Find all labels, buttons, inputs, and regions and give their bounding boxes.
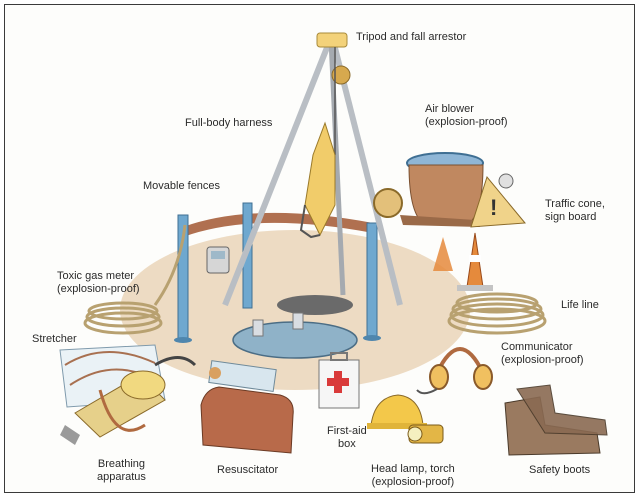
label-gas-meter: Toxic gas meter (explosion-proof)	[57, 270, 140, 296]
label-safety-boots: Safety boots	[529, 464, 590, 477]
label-traffic-cone: Traffic cone, sign board	[545, 198, 605, 224]
label-life-line: Life line	[561, 299, 599, 312]
svg-text:!: !	[490, 195, 497, 220]
label-movable-fences: Movable fences	[143, 180, 220, 193]
safety-boots	[505, 385, 607, 455]
label-breathing: Breathing apparatus	[97, 458, 146, 484]
label-head-lamp: Head lamp, torch (explosion-proof)	[371, 463, 455, 489]
label-tripod: Tripod and fall arrestor	[356, 31, 466, 44]
label-stretcher: Stretcher	[32, 333, 77, 346]
label-first-aid: First-aid box	[327, 425, 367, 451]
air-blower	[400, 153, 483, 227]
diagram-frame: !	[4, 4, 635, 493]
first-aid-box	[319, 353, 359, 408]
manhole-opening	[277, 295, 353, 315]
illustration: !	[5, 5, 636, 494]
label-air-blower: Air blower (explosion-proof)	[425, 103, 508, 129]
label-communicator: Communicator (explosion-proof)	[501, 341, 584, 367]
label-harness: Full-body harness	[185, 117, 272, 130]
head-lamp-and-torch	[367, 395, 443, 443]
label-resuscitator: Resuscitator	[217, 464, 278, 477]
toxic-gas-meter	[207, 247, 229, 273]
